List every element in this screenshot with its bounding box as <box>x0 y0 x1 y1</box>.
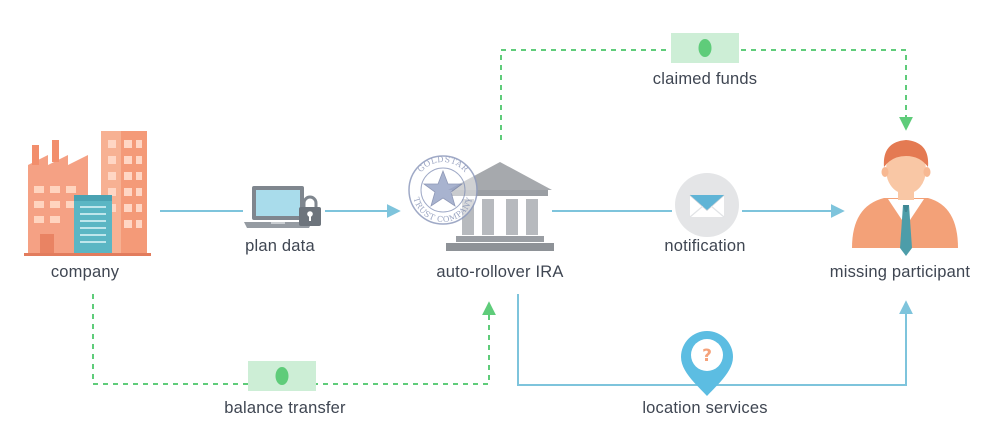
envelope-icon <box>675 173 739 237</box>
svg-text:?: ? <box>702 346 712 366</box>
plan-data-label: plan data <box>245 237 315 255</box>
balance-transfer-label: balance transfer <box>224 399 346 417</box>
banknote-icon-balance-transfer <box>248 361 316 391</box>
banknote-icon-claimed-funds <box>671 33 739 63</box>
notification-label: notification <box>664 237 746 255</box>
location-services-label: location services <box>642 399 768 417</box>
factory-building-icon <box>24 131 151 256</box>
person-avatar-icon <box>852 140 958 256</box>
bank-building-icon <box>446 162 554 251</box>
auto-rollover-ira-label: auto-rollover IRA <box>436 263 564 281</box>
arrow-claimed-funds-path <box>500 49 913 140</box>
arrow-balance-transfer-path <box>92 294 496 385</box>
location-pin-question-icon: ? <box>681 331 733 396</box>
company-label: company <box>50 263 120 281</box>
goldstar-seal-icon: GOLDSTAR TRUST COMPANY <box>408 155 478 225</box>
claimed-funds-label: claimed funds <box>652 70 758 88</box>
money-flow-connectors <box>92 49 913 385</box>
laptop-lock-icon <box>244 186 321 228</box>
missing-participant-label: missing participant <box>829 263 971 281</box>
